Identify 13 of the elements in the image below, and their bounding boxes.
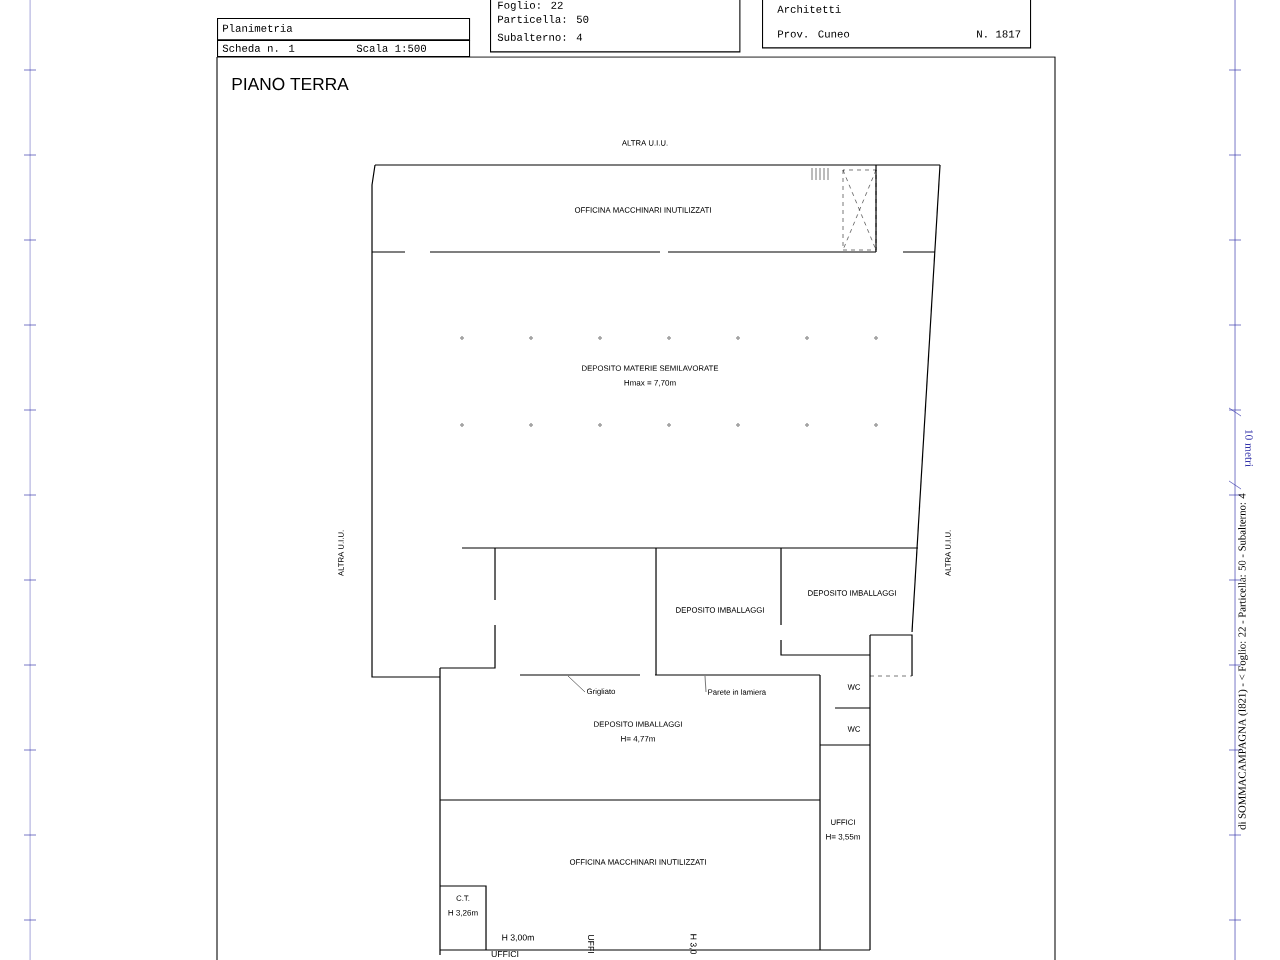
plan-title: PIANO TERRA bbox=[232, 77, 349, 91]
plan-label: UFFI bbox=[588, 935, 595, 953]
leader-line bbox=[704, 675, 707, 693]
title-block-box: Foglio: 22 Particella: 50 Subalterno: 4 bbox=[490, 0, 741, 53]
title-block-box: Planimetria bbox=[217, 18, 471, 41]
plan-label: di SOMMACAMPAGNA (I821) - < Foglio: 22 - Particella: 50 - Subalterno: 4 bbox=[1238, 493, 1248, 830]
plan-label: H 3,0 bbox=[689, 934, 697, 954]
plan-label: 10 metri bbox=[1245, 429, 1253, 467]
title-block-box: Scheda n. 1 Scala 1:500 bbox=[217, 40, 471, 58]
leader-line bbox=[567, 675, 586, 693]
plan-label: H 3,00m bbox=[502, 934, 534, 942]
title-block-box: Architetti Prov. Cuneo N. 1817 bbox=[762, 0, 1032, 49]
plan-label: UFFICI bbox=[491, 950, 519, 958]
